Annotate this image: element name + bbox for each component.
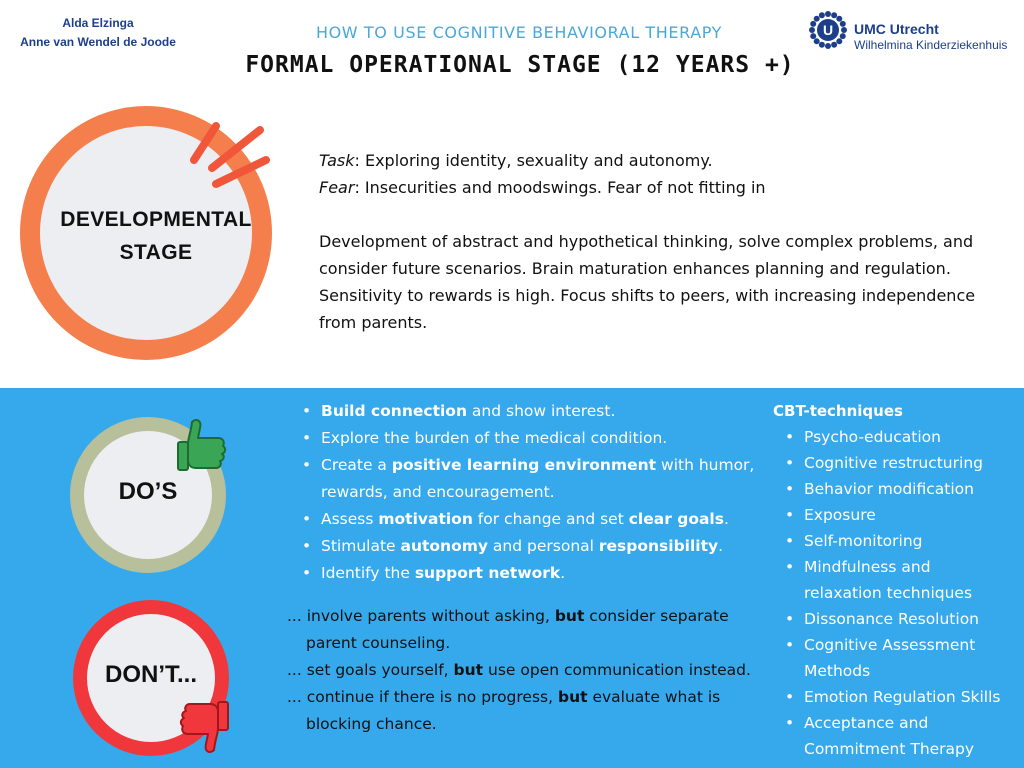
emphasis-text: support network [414, 564, 561, 582]
donts-list-item: ... continue if there is no progress, bu… [287, 684, 767, 738]
cbt-list-item: Dissonance Resolution [773, 606, 1013, 632]
spark-lines-icon [190, 122, 270, 188]
cbt-list-item: Behavior modification [773, 476, 1013, 502]
item-text: ... involve parents without asking, [287, 607, 555, 625]
dos-list: Build connection and show interest. Explo… [300, 398, 760, 587]
dos-list-item: Assess motivation for change and set cle… [300, 506, 760, 533]
dos-list-item: Create a positive learning environment w… [300, 452, 760, 506]
logo-subname: Wilhelmina Kinderziekenhuis [854, 38, 1008, 52]
cbt-list-item: Emotion Regulation Skills [773, 684, 1013, 710]
label-line: DEVELOPMENTAL [60, 208, 252, 231]
cbt-list-item: Exposure [773, 502, 1013, 528]
item-text: Identify the [321, 564, 415, 582]
cbt-list-item: Psycho-education [773, 424, 1013, 450]
donts-list-item: ... involve parents without asking, but … [287, 603, 767, 657]
item-text: and show interest. [466, 402, 616, 420]
developmental-stage-label: DEVELOPMENTAL STAGE [40, 203, 272, 269]
dos-label: DO’S [118, 478, 178, 505]
donts-label: DON’T... [104, 661, 197, 688]
author-name: Alda Elzinga [62, 16, 134, 30]
description-paragraph: Development of abstract and hypothetical… [319, 232, 976, 332]
item-text: . [560, 564, 566, 582]
author-name: Anne van Wendel de Joode [20, 35, 176, 49]
item-text: Assess [321, 510, 379, 528]
task-label: Task [319, 151, 355, 170]
emphasis-text: positive learning environment [391, 456, 657, 474]
cbt-list-item: Self-monitoring [773, 528, 1013, 554]
fear-line: Fear: Insecurities and moodswings. Fear … [319, 174, 1009, 201]
authors: Alda Elzinga Anne van Wendel de Joode [14, 14, 182, 52]
item-text: evaluate what is blocking chance. [306, 688, 721, 733]
umc-logo: U UMC Utrecht Wilhelmina Kinderziekenhui… [808, 10, 1018, 54]
item-text: and personal [488, 537, 599, 555]
thumbs-up-icon [177, 419, 227, 471]
item-text: with humor, rewards, and encouragement. [321, 456, 755, 501]
emphasis-text: autonomy [400, 537, 489, 555]
fear-label: Fear [319, 178, 355, 197]
page-title: FORMAL OPERATIONAL STAGE (12 YEARS +) [245, 52, 795, 78]
emphasis-text: Build connection [321, 402, 467, 420]
item-text: consider separate parent counseling. [306, 607, 729, 652]
item-text: ... continue if there is no progress, [287, 688, 558, 706]
page-subtitle: HOW TO USE COGNITIVE BEHAVIORAL THERAPY [315, 23, 723, 42]
logo-name: UMC Utrecht [854, 21, 939, 37]
emphasis-text: motivation [378, 510, 473, 528]
item-text: Stimulate [321, 537, 401, 555]
dos-list-item: Explore the burden of the medical condit… [300, 425, 760, 452]
cbt-title: CBT-techniques [773, 402, 903, 420]
dos-list-item: Identify the support network. [300, 560, 760, 587]
emphasis-text: but [453, 661, 484, 679]
item-text: . [723, 510, 729, 528]
thumbs-down-icon [179, 701, 229, 753]
emphasis-text: responsibility [598, 537, 719, 555]
item-text: use open communication instead. [483, 661, 751, 679]
umc-logo-mark-icon: U [809, 11, 847, 49]
item-text: Create a [321, 456, 392, 474]
task-text: : Exploring identity, sexuality and auto… [354, 151, 713, 170]
emphasis-text: clear goals [628, 510, 724, 528]
task-line: Task: Exploring identity, sexuality and … [319, 147, 1009, 174]
cbt-list-item: Cognitive Assessment Methods [773, 632, 1013, 684]
cbt-list-item: Mindfulness and relaxation techniques [773, 554, 1013, 606]
item-text: Explore the burden of the medical condit… [321, 429, 668, 447]
item-text: . [718, 537, 724, 555]
dos-list-item: Build connection and show interest. [300, 398, 760, 425]
donts-list: ... involve parents without asking, but … [287, 603, 767, 738]
dos-list-item: Stimulate autonomy and personal responsi… [300, 533, 760, 560]
donts-list-item: ... set goals yourself, but use open com… [287, 657, 767, 684]
fear-text: : Insecurities and moodswings. Fear of n… [354, 178, 766, 197]
logo-mark-letter: U [823, 22, 833, 38]
label-line: STAGE [119, 241, 193, 264]
cbt-techniques: CBT-techniques Psycho-educationCognitive… [773, 398, 1013, 762]
developmental-description: Task: Exploring identity, sexuality and … [319, 147, 1009, 336]
item-text: ... set goals yourself, [287, 661, 454, 679]
cbt-list: Psycho-educationCognitive restructuringB… [773, 424, 1013, 762]
item-text: for change and set [472, 510, 629, 528]
cbt-list-item: Cognitive restructuring [773, 450, 1013, 476]
emphasis-text: but [554, 607, 585, 625]
emphasis-text: but [557, 688, 588, 706]
cbt-list-item: Acceptance and Commitment Therapy [773, 710, 1013, 762]
